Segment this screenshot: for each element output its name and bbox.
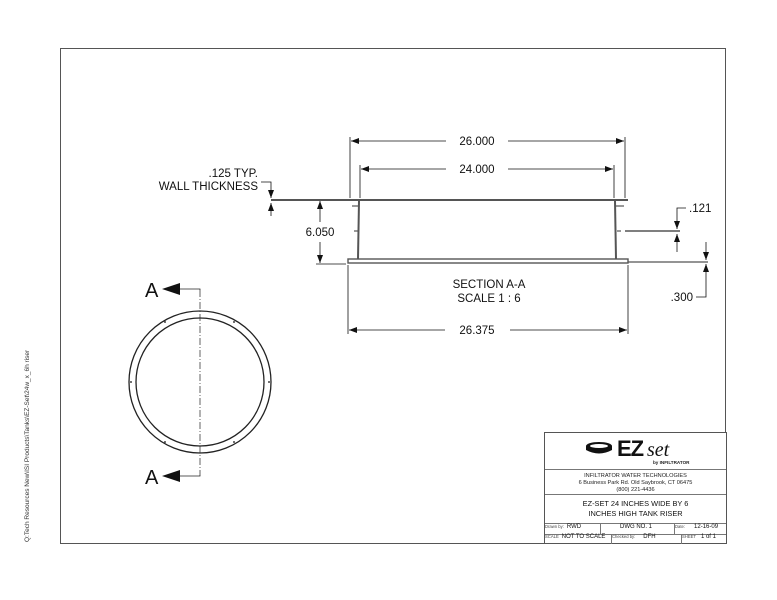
drawing-border (60, 48, 726, 544)
sheet-value: 1 of 1 (700, 534, 716, 540)
title-block: EZ set by INFILTRATOR INFILTRATOR WATER … (544, 432, 727, 544)
date-label: Date: (675, 524, 686, 529)
drawing-title-line2: INCHES HIGH TANK RISER (588, 509, 683, 518)
scale-label: SCALE (545, 534, 559, 539)
section-title: SECTION A-A (453, 279, 526, 291)
drawn-by-cell: Drawn by:RWD (545, 524, 601, 534)
dim-121: .121 (689, 203, 711, 215)
company-name: INFILTRATOR WATER TECHNOLOGIES (584, 473, 687, 479)
section-arrow-top-icon (162, 283, 180, 295)
dim-26000: 26.000 (459, 136, 494, 148)
section-scale: SCALE 1 : 6 (457, 293, 520, 305)
drawn-by-value: RWD (566, 524, 582, 530)
drawing-title: EZ-SET 24 INCHES WIDE BY 6 INCHES HIGH T… (545, 495, 726, 524)
checked-by-label: Checked by: (612, 534, 636, 539)
dim-24000: 24.000 (459, 164, 494, 176)
drawn-by-label: Drawn by: (545, 524, 564, 529)
logo-brand-main: EZ (617, 436, 644, 461)
checked-by-cell: Checked by: DFH (612, 534, 682, 544)
checked-by-value: DFH (643, 534, 656, 540)
dwg-no-value: DWG NO. 1 (620, 524, 653, 530)
section-arrow-bottom-icon (162, 470, 180, 482)
company-phone: (800) 221-4436 (616, 487, 655, 493)
sheet-label: SHEET (682, 534, 696, 539)
date-cell: Date: 12-16-09 (675, 524, 728, 534)
scale-value: NOT TO SCALE (561, 534, 606, 540)
title-row-1: Drawn by:RWD DWG NO. 1 Date: 12-16-09 (545, 524, 726, 535)
company-address: 6 Business Park Rd. Old Saybrook, CT 064… (578, 480, 693, 486)
dim-26375: 26.375 (459, 325, 494, 337)
section-marker-top: A (145, 280, 159, 302)
drawing-title-line1: EZ-SET 24 INCHES WIDE BY 6 (582, 499, 689, 508)
section-profile (271, 199, 708, 264)
section-marker-bottom: A (145, 467, 159, 489)
dim-300: .300 (671, 292, 693, 304)
date-value: 12-16-09 (694, 524, 719, 530)
company-info: INFILTRATOR WATER TECHNOLOGIES 6 Busines… (545, 469, 726, 495)
plan-view (128, 288, 272, 477)
logo-byline: by INFILTRATOR (653, 460, 690, 465)
logo-brand-script: set (647, 439, 670, 461)
dwg-no-cell: DWG NO. 1 (601, 524, 675, 534)
logo-area: EZ set by INFILTRATOR (545, 433, 726, 470)
riser-logo-icon (586, 442, 612, 454)
sheet-cell: SHEET 1 of 1 (682, 534, 728, 544)
wall-note-line1: .125 TYP. (209, 168, 258, 180)
wall-note-line2: WALL THICKNESS (159, 181, 259, 193)
dim-6050: 6.050 (306, 227, 335, 239)
